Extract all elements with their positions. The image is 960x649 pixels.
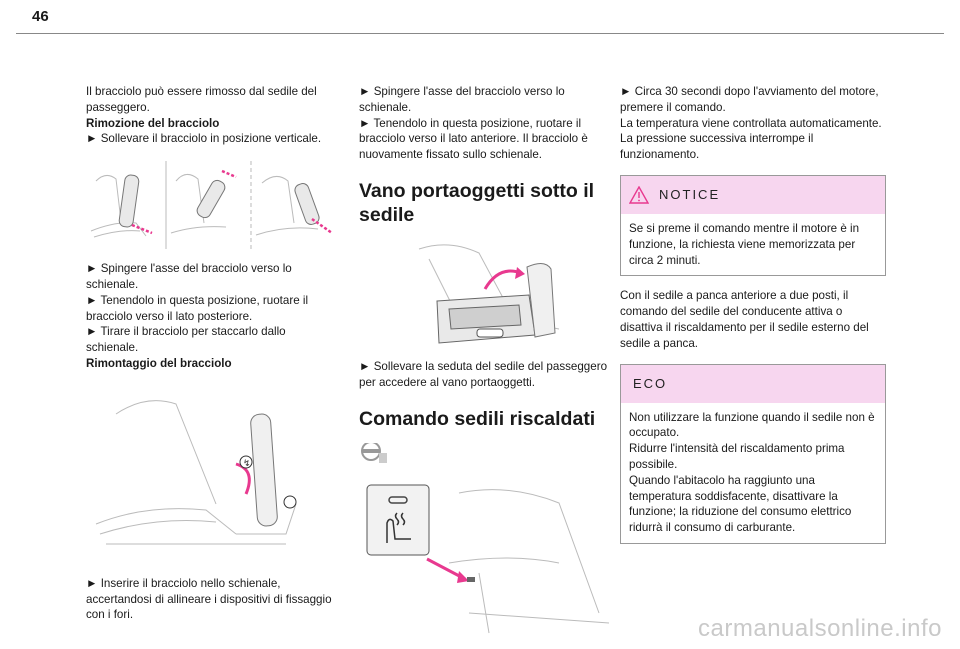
heated-seats-heading: Comando sedili riscaldati bbox=[359, 407, 596, 430]
eco-box: ECO Non utilizzare la funzione quando il… bbox=[620, 363, 886, 544]
steering-icon bbox=[361, 442, 387, 463]
seat-heat-icon bbox=[386, 512, 411, 543]
removal-heading: Rimozione del bracciolo bbox=[86, 116, 220, 130]
heated-seat-control-figure bbox=[361, 442, 610, 633]
step-rotate-back: ► Tenendolo in questa posizione, ruotare… bbox=[86, 293, 309, 323]
notice-title: NOTICE bbox=[659, 187, 721, 203]
column-2: ► Spingere l'asse del bracciolo verso lo… bbox=[359, 84, 611, 639]
bench-seat-text: Con il sedile a panca anteriore a due po… bbox=[620, 289, 869, 350]
warning-icon bbox=[629, 185, 649, 204]
top-rule bbox=[16, 33, 944, 34]
refit-heading: Rimontaggio del bracciolo bbox=[86, 356, 232, 370]
step-push-axis: ► Spingere l'asse del bracciolo verso lo… bbox=[86, 262, 292, 291]
eco-title: ECO bbox=[633, 375, 668, 391]
notice-text: Se si preme il comando mentre il motore … bbox=[629, 221, 860, 267]
page-number: 46 bbox=[32, 8, 49, 25]
column-1: Il bracciolo può essere rimosso dal sedi… bbox=[86, 84, 338, 623]
eco-line-2: Ridurre l'intensità del riscaldamento pr… bbox=[629, 442, 845, 471]
step-raise: ► Sollevare il bracciolo in posizione ve… bbox=[86, 132, 322, 146]
column-3: ► Circa 30 secondi dopo l'avviamento del… bbox=[620, 84, 886, 556]
notice-header: NOTICE bbox=[621, 175, 885, 214]
intro-text: Il bracciolo può essere rimosso dal sedi… bbox=[86, 85, 317, 114]
step-push-axis-2: ► Spingere l'asse del bracciolo verso lo… bbox=[359, 85, 565, 114]
step-lift-seat: ► Sollevare la seduta del sedile del pas… bbox=[359, 359, 608, 389]
step-press-control: ► Circa 30 secondi dopo l'avviamento del… bbox=[620, 85, 879, 114]
eco-line-1: Non utilizzare la funzione quando il sed… bbox=[629, 410, 875, 440]
armrest-removal-figure bbox=[90, 161, 333, 250]
step-rotate-front: ► Tenendolo in questa posizione, ruotare… bbox=[359, 116, 588, 162]
notice-box: NOTICE Se si preme il comando mentre il … bbox=[620, 174, 886, 277]
step-insert: ► Inserire il bracciolo nello schienale,… bbox=[86, 576, 332, 622]
step-pull: ► Tirare il bracciolo per staccarlo dall… bbox=[86, 325, 286, 355]
stop-text: La pressione successiva interrompe il fu… bbox=[620, 132, 814, 162]
eco-header: ECO bbox=[621, 364, 885, 403]
armrest-refit-figure: ↯ bbox=[95, 399, 297, 545]
auto-temp-text: La temperatura viene controllata automat… bbox=[620, 116, 882, 130]
svg-text:↯: ↯ bbox=[243, 459, 251, 469]
watermark: carmanualsonline.info bbox=[698, 615, 942, 642]
under-seat-storage-figure bbox=[418, 244, 560, 344]
eco-line-3: Quando l'abitacolo ha raggiunto una temp… bbox=[629, 473, 852, 535]
storage-heading: Vano portaoggetti sotto il sedile bbox=[359, 179, 595, 226]
eco-text: Non utilizzare la funzione quando il sed… bbox=[621, 410, 885, 536]
